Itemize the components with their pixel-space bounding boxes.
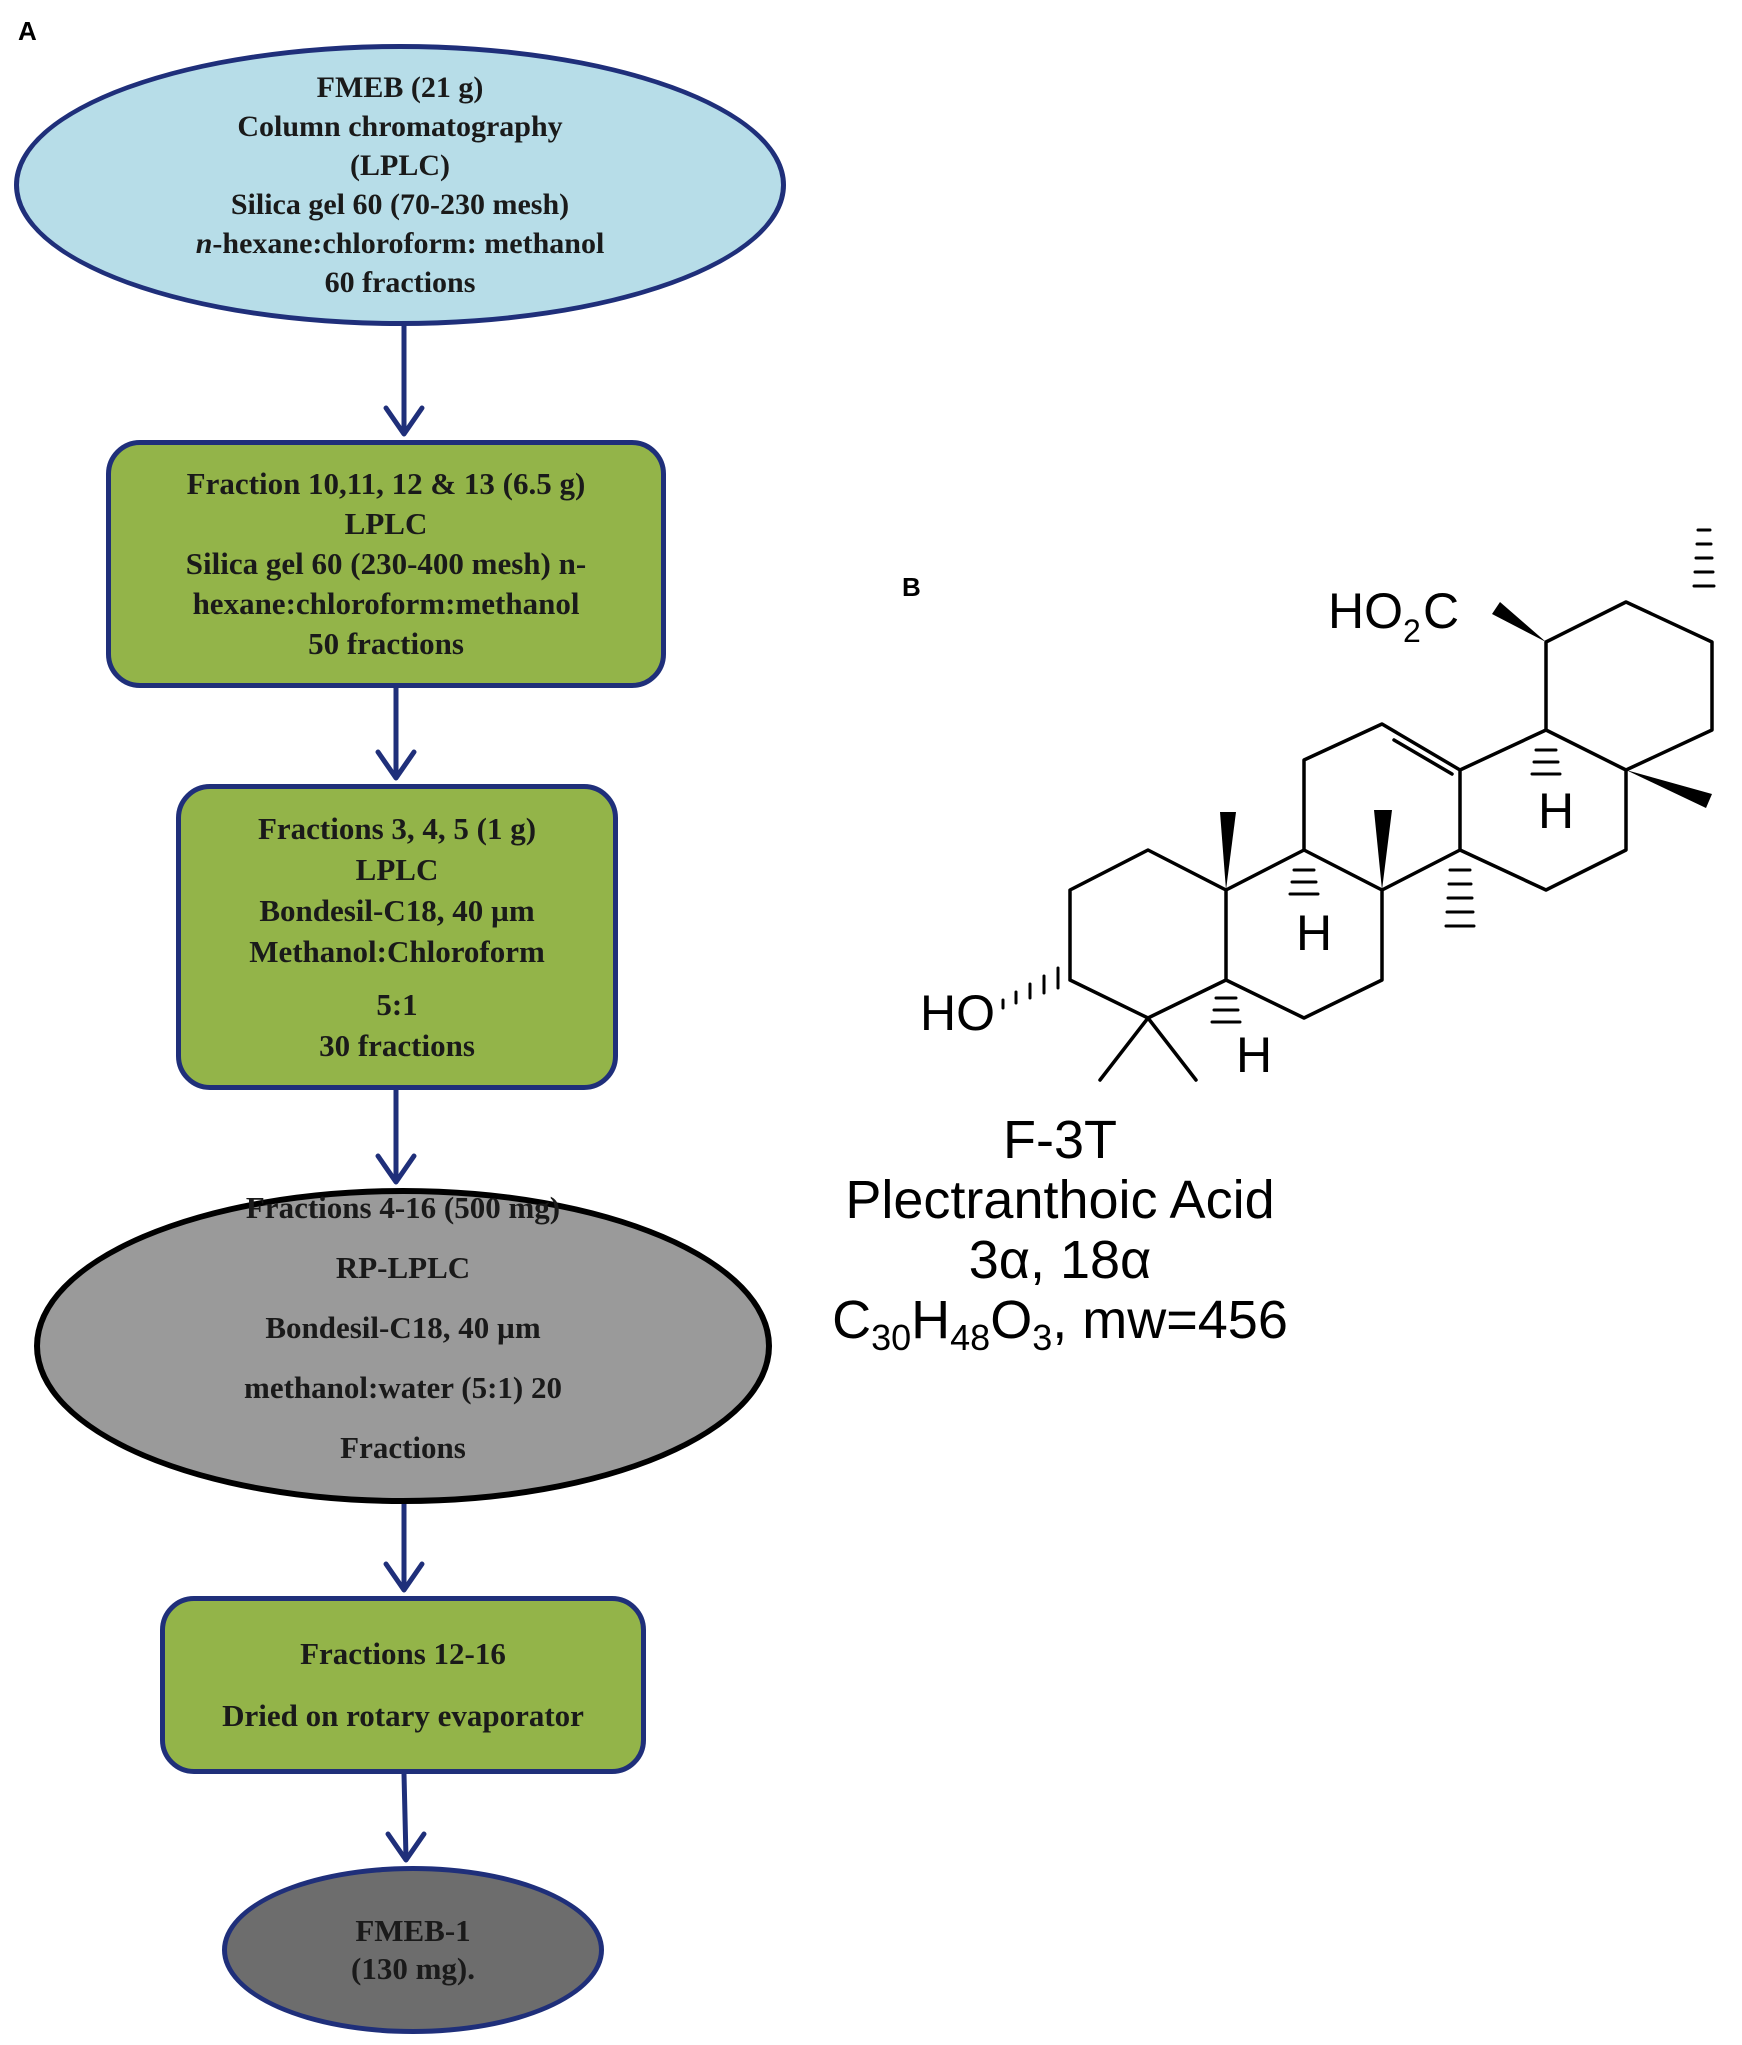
node3-line6: 30 fractions — [319, 1028, 475, 1063]
node4-line2: RP-LPLC — [335, 1250, 471, 1285]
node1-line3: (LPLC) — [350, 149, 450, 182]
node1-line5-italic: n — [195, 227, 213, 260]
node2-line3: Silica gel 60 (230-400 mesh) n- — [185, 546, 587, 581]
h-label-ab: H — [1236, 1027, 1272, 1083]
node1-line1: FMEB (21 g) — [316, 71, 484, 104]
arrowhead-4 — [383, 1561, 425, 1593]
compound-name: Plectranthoic Acid — [845, 1170, 1275, 1230]
node4-line3: Bondesil-C18, 40 µm — [265, 1310, 541, 1345]
node3-line2: LPLC — [355, 852, 439, 887]
hydroxyl-label: HO — [920, 985, 995, 1041]
flow-node-fractions-3-5: Fractions 3, 4, 5 (1 g) LPLC Bondesil-C1… — [176, 784, 618, 1090]
arrowhead-2 — [375, 749, 417, 781]
node2-line5: 50 fractions — [308, 626, 464, 661]
node1-line2: Column chromatography — [237, 110, 563, 143]
ring-c-double-bond — [1392, 738, 1454, 776]
arrowhead-1 — [383, 405, 425, 437]
formula-c-sub: 30 — [871, 1316, 912, 1358]
ring-c — [1302, 722, 1462, 892]
gem-methyl-2 — [1146, 1016, 1198, 1082]
node4-line1: Fractions 4-16 (500 mg) — [245, 1190, 561, 1225]
arrowhead-3 — [375, 1153, 417, 1185]
node6-line1: FMEB-1 — [355, 1913, 471, 1948]
node3-line5: 5:1 — [376, 987, 418, 1022]
carboxyl-sub: 2 — [1403, 613, 1421, 649]
node4-line4: methanol:water (5:1) 20 — [244, 1370, 562, 1405]
h-label-bc: H — [1296, 905, 1332, 961]
compound-stereo: 3α, 18α — [968, 1230, 1152, 1290]
node2-line2: LPLC — [344, 506, 428, 541]
wedge-bonds — [1220, 602, 1712, 890]
panel-label-b: B — [902, 572, 921, 602]
node2-line4: hexane:chloroform:methanol — [192, 586, 580, 621]
flow-node-fmeb-1: FMEB-1 (130 mg). — [222, 1866, 604, 2034]
flow-node-fmeb: FMEB (21 g) Column chromatography (LPLC)… — [14, 44, 786, 326]
node2-line1: Fraction 10,11, 12 & 13 (6.5 g) — [186, 466, 586, 501]
node6-line2: (130 mg). — [351, 1951, 475, 1986]
ring-b — [1224, 848, 1384, 1020]
node5-line1: Fractions 12-16 — [300, 1636, 506, 1671]
formula-rest: , mw=456 — [1052, 1290, 1288, 1350]
node3-line1: Fractions 3, 4, 5 (1 g) — [257, 811, 537, 846]
node3-line3: Bondesil-C18, 40 µm — [259, 893, 535, 928]
node5-line2: Dried on rotary evaporator — [222, 1698, 584, 1733]
node1-line5-rest: -hexane:chloroform: methanol — [212, 227, 605, 260]
formula-o: O — [990, 1290, 1033, 1350]
hashed-bonds — [1001, 528, 1716, 1024]
flow-node-fraction-10-13: Fraction 10,11, 12 & 13 (6.5 g) LPLC Sil… — [106, 440, 666, 688]
node1-line5: n-hexane:chloroform: methanol — [196, 224, 605, 263]
arrow-5 — [401, 1771, 409, 1861]
node1-line6: 60 fractions — [324, 266, 476, 299]
h-label-de: H — [1538, 783, 1574, 839]
ring-e — [1544, 600, 1714, 772]
flow-node-fractions-4-16: Fractions 4-16 (500 mg) RP-LPLC Bondesil… — [34, 1188, 772, 1504]
carboxyl-main: HO — [1328, 583, 1403, 639]
node3-line4: Methanol:Chloroform — [249, 934, 545, 969]
formula-h-sub: 48 — [950, 1316, 991, 1358]
compound-caption: F-3T Plectranthoic Acid 3α, 18α C30H48O3… — [690, 1110, 1430, 1368]
compound-code: F-3T — [1003, 1110, 1117, 1170]
ring-d — [1458, 728, 1628, 892]
formula-o-sub: 3 — [1032, 1316, 1053, 1358]
carboxyl-end: C — [1423, 583, 1459, 639]
compound-formula: C30H48O3, mw=456 — [690, 1290, 1430, 1368]
node4-line5: Fractions — [340, 1430, 466, 1465]
ring-a — [1068, 848, 1228, 1020]
formula-h: H — [911, 1290, 951, 1350]
gem-methyl-1 — [1098, 1016, 1150, 1082]
flow-node-fractions-12-16: Fractions 12-16 Dried on rotary evaporat… — [160, 1596, 646, 1774]
formula-c: C — [832, 1290, 872, 1350]
node1-line4: Silica gel 60 (70-230 mesh) — [230, 188, 570, 221]
arrowhead-5 — [385, 1831, 427, 1863]
panel-label-a: A — [18, 16, 37, 46]
